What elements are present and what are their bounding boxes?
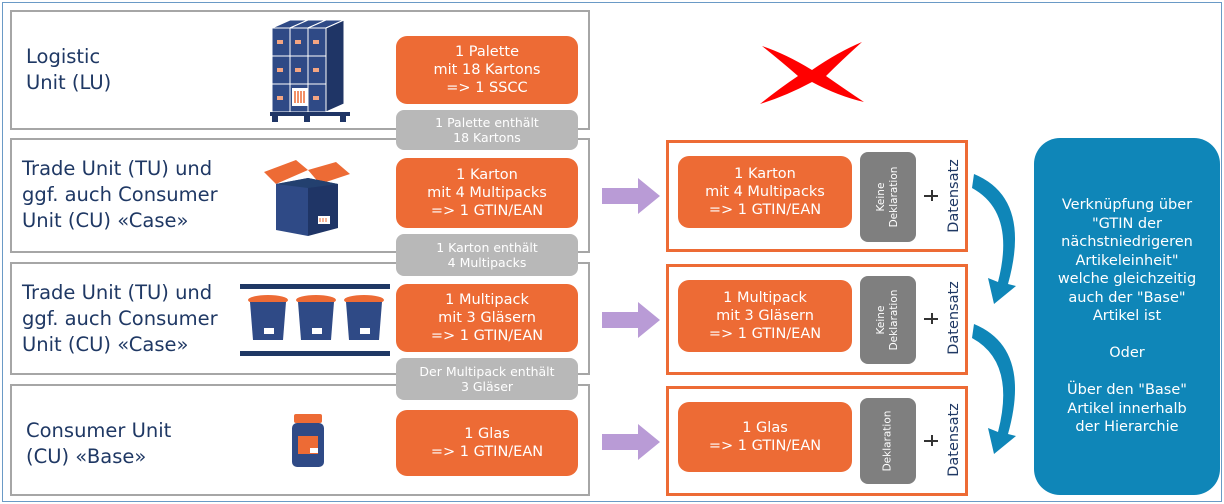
jars-multipack-icon [240, 282, 390, 358]
jar-icon [288, 412, 328, 470]
curved-arrow-icon [972, 168, 1038, 306]
connector-multipack-glaeser: Der Multipack enthält 3 Gläser [396, 358, 578, 400]
right-arrow-icon [602, 178, 660, 214]
unit-box-palette: 1 Palette mit 18 Kartons => 1 SSCC [396, 36, 578, 104]
declaration-label-carton: Keine Deklaration [875, 166, 900, 228]
pallet-icon [262, 18, 370, 124]
connector-tick [931, 313, 933, 324]
declaration-box-glass [860, 398, 916, 484]
declaration-box-carton [860, 152, 916, 242]
record-unit-glass: 1 Glas => 1 GTIN/EAN [678, 402, 852, 472]
connector-palette-kartons: 1 Palette enthält 18 Kartons [396, 110, 578, 150]
declaration-box-multipack [860, 276, 916, 364]
connector-karton-multipacks: 1 Karton enthält 4 Multipacks [396, 234, 578, 276]
row-label-consumer-unit: Consumer Unit (CU) «Base» [26, 419, 172, 468]
connector-tick [931, 190, 933, 201]
connector-tick [931, 435, 933, 446]
record-unit-multipack: 1 Multipack mit 3 Gläsern => 1 GTIN/EAN [678, 280, 852, 352]
declaration-label-glass: Deklaration [881, 410, 894, 472]
curved-arrow-icon [972, 318, 1038, 456]
record-label-multipack: Datensatz [946, 281, 962, 355]
unit-box-glass: 1 Glas => 1 GTIN/EAN [396, 410, 578, 476]
row-label-trade-unit-multipack: Trade Unit (TU) und ggf. auch Consumer U… [22, 281, 218, 356]
red-cross-icon [756, 36, 868, 108]
row-label-logistic-unit: Logistic Unit (LU) [26, 45, 112, 94]
unit-box-carton: 1 Karton mit 4 Multipacks => 1 GTIN/EAN [396, 158, 578, 228]
right-arrow-icon [602, 302, 660, 338]
declaration-label-multipack: Keine Deklaration [875, 289, 900, 351]
right-arrow-icon [602, 424, 660, 460]
carton-box-icon [262, 158, 354, 240]
row-label-trade-unit-carton: Trade Unit (TU) und ggf. auch Consumer U… [22, 157, 218, 232]
link-explanation-text: Verknüpfung über "GTIN der nächstniedrig… [1057, 197, 1197, 436]
link-explanation-box: Verknüpfung über "GTIN der nächstniedrig… [1034, 138, 1220, 495]
record-label-glass: Datensatz [946, 403, 962, 477]
record-unit-carton: 1 Karton mit 4 Multipacks => 1 GTIN/EAN [678, 156, 852, 228]
record-label-carton: Datensatz [946, 159, 962, 233]
unit-box-multipack: 1 Multipack mit 3 Gläsern => 1 GTIN/EAN [396, 284, 578, 352]
